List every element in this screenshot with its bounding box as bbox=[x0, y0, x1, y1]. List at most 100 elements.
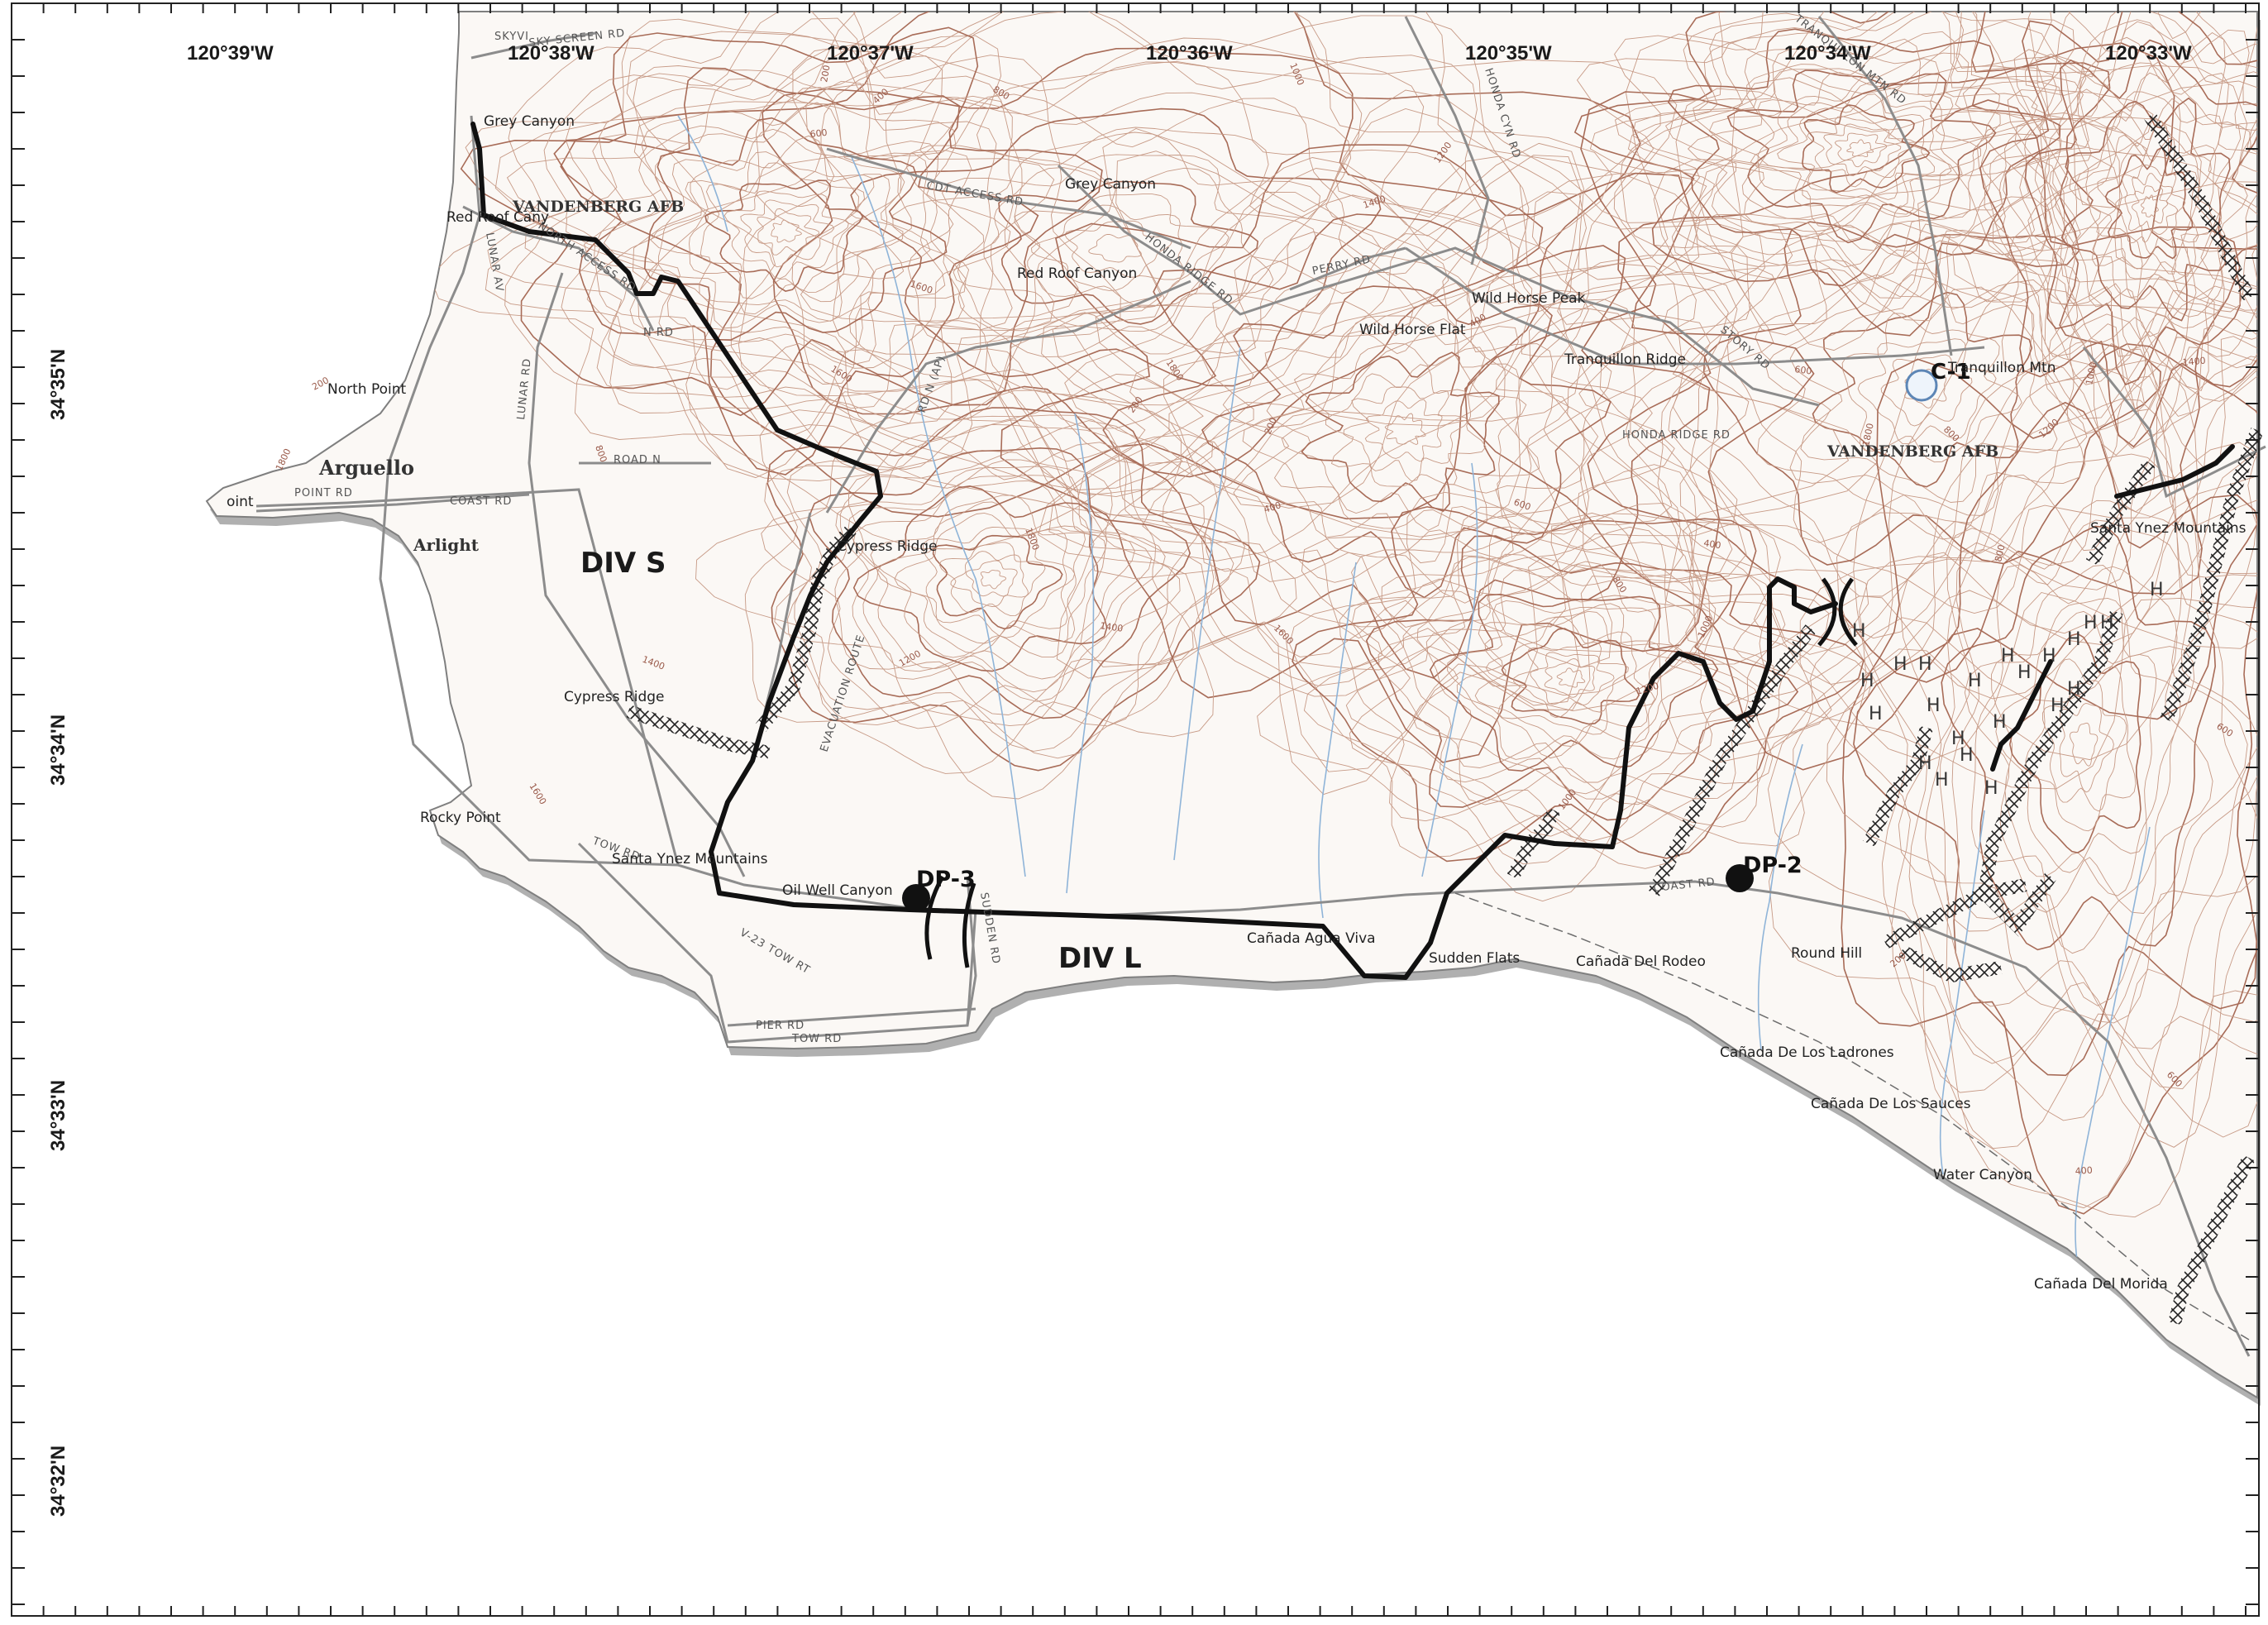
road-rd-n-ap bbox=[825, 280, 1191, 514]
land-mass bbox=[205, 11, 2261, 1406]
elevation-label: 600 bbox=[809, 127, 828, 140]
road-coast-rd bbox=[255, 488, 2251, 1357]
contour-line bbox=[1201, 285, 1611, 599]
elevation-label: 1400 bbox=[2182, 356, 2206, 368]
contour-line bbox=[2069, 722, 2098, 767]
dp3-label: DP-3 bbox=[916, 867, 976, 892]
division-labels: DIV S DIV L bbox=[580, 547, 1142, 975]
contour-line bbox=[985, 89, 1878, 796]
coord-lon-0: 120°39'W bbox=[187, 42, 274, 65]
hatched-fireline bbox=[755, 524, 857, 732]
helispot-h: H bbox=[1918, 654, 1932, 675]
helispot-h: H bbox=[2051, 695, 2065, 716]
contour-line bbox=[1501, 628, 1640, 725]
elevation-label: 400 bbox=[1703, 538, 1722, 551]
contour-line bbox=[1000, 144, 1815, 763]
road-honda-cyn bbox=[1404, 16, 1490, 265]
stream bbox=[1173, 347, 1241, 861]
camp-circle[interactable] bbox=[1905, 369, 1938, 402]
helispot-h: H bbox=[1927, 695, 1941, 716]
elevation-label: 400 bbox=[2075, 1165, 2093, 1177]
hatched-fireline bbox=[2085, 459, 2156, 566]
contour-line bbox=[1292, 506, 1865, 863]
label-point-pt: oint bbox=[227, 494, 254, 510]
contour-line bbox=[1513, 642, 1629, 719]
contour-line bbox=[704, 179, 864, 292]
contour-line bbox=[950, 551, 1029, 607]
label-vandenberg-afb-west: VANDENBERG AFB bbox=[512, 198, 684, 216]
dp3-marker[interactable] bbox=[902, 884, 930, 912]
hatched-fireline bbox=[2144, 112, 2256, 301]
road-label-honda-ridge-s: HONDA RIDGE RD bbox=[1622, 429, 1731, 442]
place-labels: Grey Canyon Red Roof Cany Grey Canyon Re… bbox=[227, 113, 2247, 1293]
label-rocky-point: Rocky Point bbox=[420, 810, 501, 826]
camp-c1[interactable]: C-1 bbox=[1905, 360, 1971, 402]
contour-line bbox=[1857, 338, 1997, 445]
road-lunar bbox=[379, 115, 679, 867]
break-marker-north-left bbox=[1817, 577, 1837, 647]
contour-line bbox=[1614, 12, 2084, 313]
stream bbox=[1318, 562, 1357, 919]
contour-line bbox=[1991, 597, 2181, 896]
coord-lat-0: 34°35'N bbox=[47, 349, 69, 420]
road-label-n-rd: N RD bbox=[643, 327, 674, 339]
hatched-fireline bbox=[1862, 726, 1933, 847]
contour-line bbox=[1339, 506, 1832, 846]
coord-lon-6: 120°33'W bbox=[2105, 42, 2192, 65]
contour-line bbox=[757, 208, 819, 256]
contour-line bbox=[1163, 233, 1675, 639]
contour-line bbox=[2104, 146, 2194, 260]
coord-lon-2: 120°37'W bbox=[827, 42, 914, 65]
label-grey-canyon-east: Grey Canyon bbox=[1065, 176, 1156, 193]
contour-line bbox=[1823, 123, 1902, 176]
contour-line bbox=[643, 117, 948, 341]
contour-line bbox=[894, 512, 1068, 644]
contour-line bbox=[2044, 60, 2257, 357]
hatched-fireline bbox=[1977, 609, 2123, 937]
contour-line bbox=[2124, 173, 2179, 243]
serif-labels: VANDENBERG AFB VANDENBERG AFB Arguello A… bbox=[318, 198, 1998, 555]
road-evacuation bbox=[759, 512, 812, 729]
elevation-label: 200 bbox=[819, 65, 832, 84]
perimeter-line-south bbox=[907, 576, 1838, 980]
drop-point-dp3[interactable]: DP-3 bbox=[902, 867, 976, 912]
contour-line bbox=[1971, 564, 2213, 954]
contour-line bbox=[2115, 165, 2186, 255]
road-label-tow-rd-south: TOW RD bbox=[791, 1033, 842, 1045]
contour-line bbox=[1765, 249, 2088, 516]
coord-lon-5: 120°34'W bbox=[1784, 42, 1871, 65]
contour-line bbox=[1048, 155, 1733, 706]
perimeter-line-east-ridge bbox=[2114, 444, 2235, 499]
contour-line bbox=[1587, 99, 2241, 683]
line-break-markers bbox=[924, 577, 1858, 968]
contour-line bbox=[506, 55, 1055, 440]
contour-line bbox=[1077, 191, 1711, 687]
contour-line bbox=[848, 475, 1153, 693]
helispot-h: H bbox=[1984, 778, 1998, 799]
contour-line bbox=[1384, 413, 1426, 445]
contour-line bbox=[2007, 31, 2257, 391]
label-cypress-ridge-north: Cypress Ridge bbox=[837, 538, 938, 555]
helispot-h: H bbox=[1960, 745, 1974, 766]
elevation-label: 1400 bbox=[1100, 620, 1124, 634]
contour-line bbox=[833, 92, 1449, 429]
contour-line bbox=[1589, 12, 2087, 322]
longitude-labels: 120°39'W 120°38'W 120°37'W 120°36'W 120°… bbox=[187, 42, 2192, 65]
label-tranquillon-mtn: Tranquillon Mtn bbox=[1947, 360, 2056, 376]
stream bbox=[677, 115, 728, 232]
contour-line bbox=[1289, 491, 1874, 869]
contour-line bbox=[1940, 499, 2257, 1030]
label-santa-ynez-east: Santa Ynez Mountains bbox=[2090, 520, 2247, 537]
break-marker-north-right bbox=[1838, 577, 1858, 647]
contour-line bbox=[1899, 453, 2257, 1049]
elevation-label: 1800 bbox=[1860, 423, 1876, 447]
contour-line bbox=[1325, 364, 1487, 487]
dp2-marker[interactable] bbox=[1726, 864, 1754, 892]
helispot-h: H bbox=[1935, 770, 1949, 791]
contour-line bbox=[1402, 553, 1760, 800]
contour-line bbox=[1614, 12, 2147, 336]
contour-line bbox=[852, 485, 1108, 672]
drop-point-dp2[interactable]: DP-2 bbox=[1726, 853, 1802, 892]
